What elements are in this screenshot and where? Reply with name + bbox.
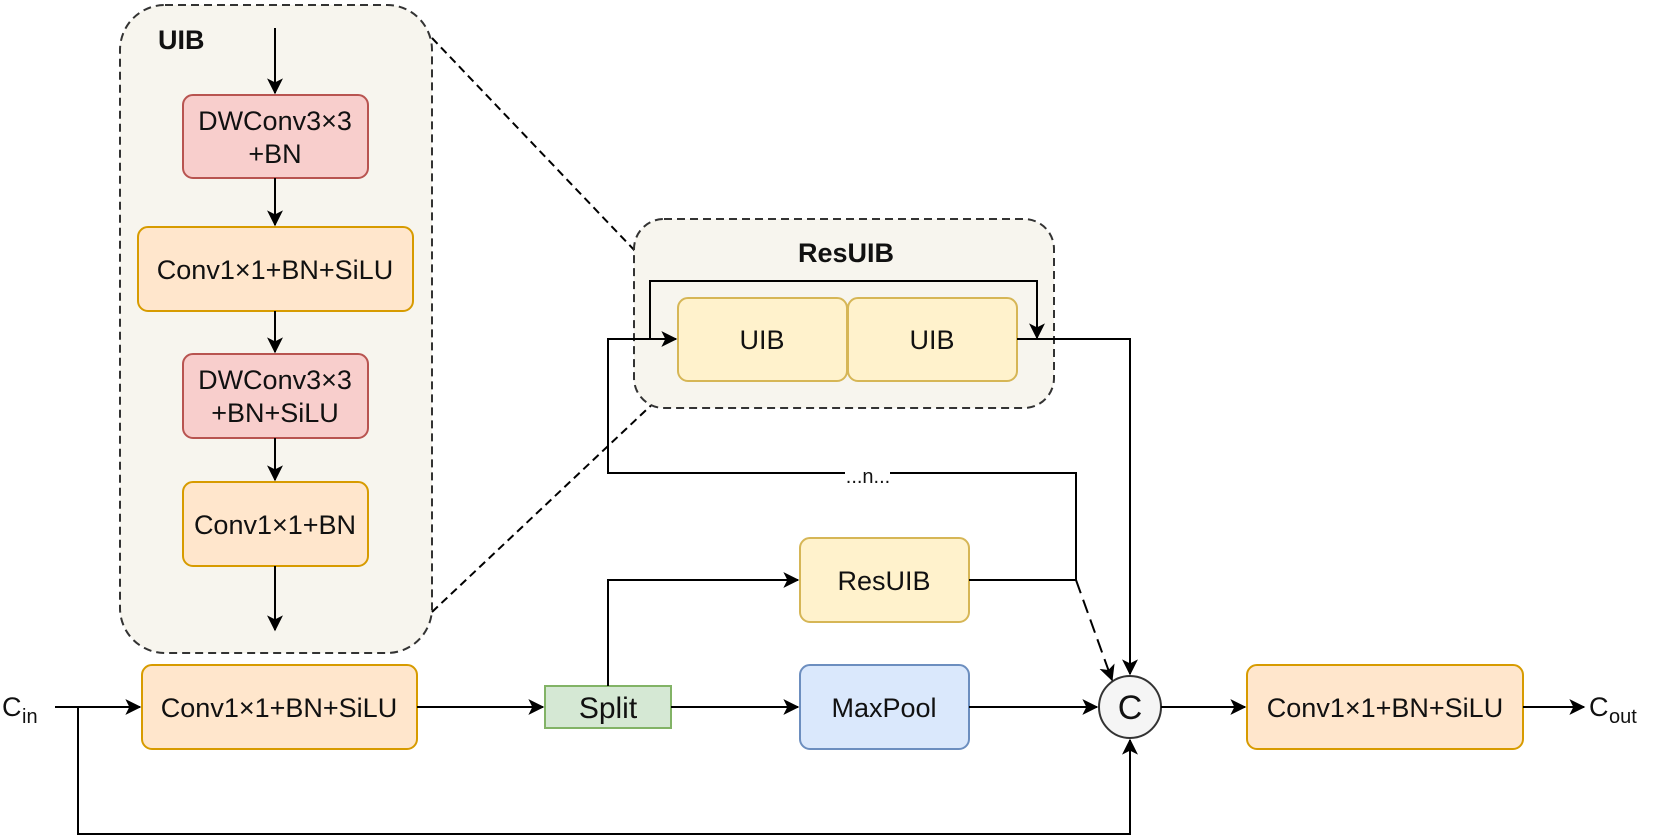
residual-skip-arrow — [649, 280, 1045, 340]
arrow-resuib-group-to-concat — [1017, 338, 1138, 676]
repeat-loop-line — [607, 339, 1077, 580]
conv-out-label: Conv1×1+BN+SiLU — [1267, 693, 1503, 723]
svg-text:in: in — [22, 706, 38, 728]
conv-in-label: Conv1×1+BN+SiLU — [161, 693, 397, 723]
resuib-group: ResUIB UIB UIB — [633, 218, 1055, 409]
uib-conv-bn-label: Conv1×1+BN — [194, 510, 356, 540]
repeat-label: ...n... — [846, 466, 890, 488]
uib-dwconv-bn-line2: +BN — [248, 139, 301, 169]
pipeline-arrows — [55, 338, 1586, 835]
arrow-conv-in-bypass — [77, 707, 1138, 835]
maxpool-label: MaxPool — [831, 693, 936, 723]
arrow-split-to-resuib — [607, 572, 800, 686]
svg-text:C: C — [2, 692, 22, 722]
svg-text:C: C — [1589, 692, 1609, 722]
uib-dwconv-bn-silu-line2: +BN+SiLU — [211, 398, 339, 428]
input-label: C in — [2, 692, 38, 728]
uib-dwconv-bn-line1: DWConv3×3 — [198, 106, 352, 136]
resuib-uib-label-2: UIB — [909, 325, 954, 355]
uib-group-title: UIB — [158, 25, 205, 55]
resuib-uib-label-1: UIB — [739, 325, 784, 355]
svg-text:out: out — [1609, 706, 1637, 728]
zoom-connectors — [431, 37, 679, 613]
uib-conv-bn-silu-label: Conv1×1+BN+SiLU — [157, 255, 393, 285]
uib-dwconv-bn-silu-line1: DWConv3×3 — [198, 365, 352, 395]
split-label: Split — [579, 692, 638, 725]
arrow-resuib-to-concat-dashed — [1075, 579, 1115, 682]
uib-group: UIB DWConv3×3 +BN Conv1×1+BN+SiLU DWConv… — [119, 4, 433, 654]
concat-label: C — [1118, 689, 1143, 727]
output-label: C out — [1589, 692, 1637, 728]
resuib-group-title: ResUIB — [798, 238, 894, 268]
resuib-label: ResUIB — [837, 566, 930, 596]
